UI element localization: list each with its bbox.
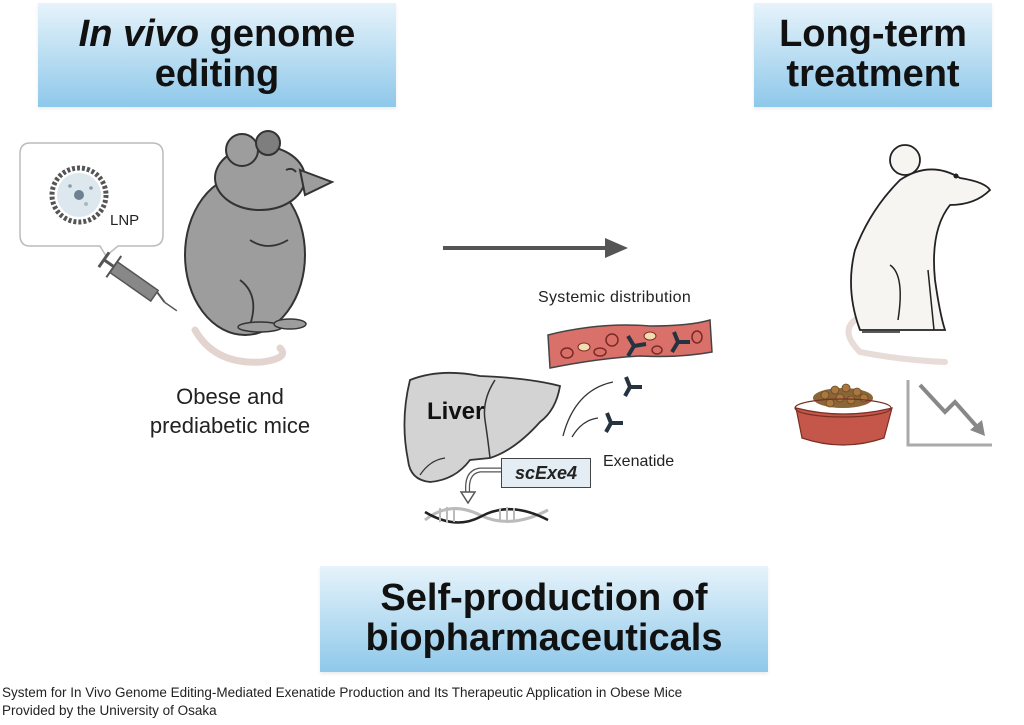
exenatide-molecules	[562, 376, 642, 438]
mice-label-line2: prediabetic mice	[149, 412, 311, 438]
lnp-bubble	[19, 142, 164, 258]
box2-line1: Long-term	[779, 13, 967, 56]
insertion-arrow	[459, 467, 501, 505]
exenatide-label: Exenatide	[603, 453, 675, 470]
caption-title: System for In Vivo Genome Editing-Mediat…	[2, 685, 683, 700]
lnp-particle-icon	[49, 165, 109, 225]
lnp-label: LNP	[110, 212, 140, 229]
liver-icon	[403, 371, 562, 483]
progress-arrow	[443, 238, 628, 258]
declining-chart-icon	[906, 380, 992, 447]
in-vivo-genome-editing-box: In vivo genome editing	[38, 3, 396, 107]
in-vivo-italic: In vivo	[78, 13, 200, 56]
figure-caption: System for In Vivo Genome Editing-Mediat…	[2, 684, 682, 719]
liver-label: Liver	[427, 398, 485, 425]
syringe-icon	[97, 251, 178, 312]
box3-line1: Self-production of	[380, 577, 708, 620]
box1-line2: editing	[154, 53, 280, 95]
caption-credit: Provided by the University of Osaka	[2, 702, 217, 718]
food-bowl-icon	[794, 383, 893, 446]
blood-vessel-icon	[547, 319, 713, 369]
box2-line2: treatment	[786, 53, 960, 95]
dna-icon	[424, 507, 549, 524]
lean-mouse-icon	[845, 144, 992, 365]
genome-word: genome	[209, 13, 356, 56]
systemic-distribution-label: Systemic distribution	[538, 289, 692, 306]
self-production-box: Self-production of biopharmaceuticals	[320, 566, 768, 672]
box1-line1: In vivo genome	[78, 13, 356, 56]
long-term-treatment-box: Long-term treatment	[754, 3, 992, 107]
mice-label-line1: Obese and	[176, 384, 284, 409]
obese-mice-label: Obese and prediabetic mice	[130, 383, 330, 440]
box3-line2: biopharmaceuticals	[365, 617, 723, 659]
scexe4-gene-box: scExe4	[501, 458, 591, 488]
obese-mouse-icon	[184, 130, 335, 366]
